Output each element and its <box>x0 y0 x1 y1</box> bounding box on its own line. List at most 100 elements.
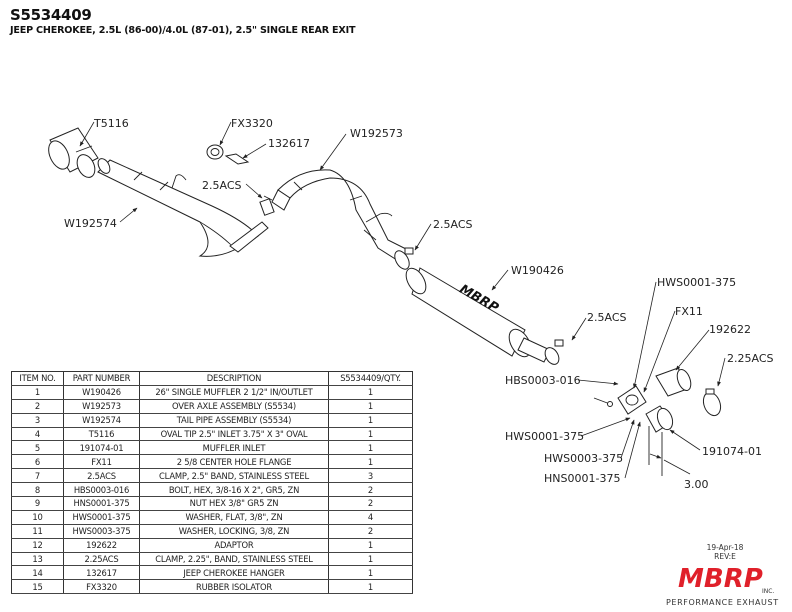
revision-block: 19-Apr-18 REV:E <box>705 543 745 561</box>
description-cell: MUFFLER INLET <box>139 440 329 456</box>
qty-cell: 2 <box>328 482 413 498</box>
callout-132617: 132617 <box>268 137 310 150</box>
qty-cell: 4 <box>328 510 413 525</box>
part-number-cell: 132617 <box>63 565 140 581</box>
item-no-cell: 2 <box>11 399 64 414</box>
item-no-cell: 5 <box>11 440 64 456</box>
callout-fx3320: FX3320 <box>231 117 273 130</box>
item-no-cell: 8 <box>11 482 64 498</box>
callout-w192573: W192573 <box>350 127 403 140</box>
qty-cell: 2 <box>328 496 413 511</box>
callout-2-5acs-left: 2.5ACS <box>202 179 242 192</box>
flange-fx11 <box>617 385 647 415</box>
part-number-cell: 2.5ACS <box>63 468 140 484</box>
qty-cell: 1 <box>328 538 413 553</box>
bill-of-materials-table: ITEM NO. PART NUMBER DESCRIPTION S553440… <box>11 371 413 595</box>
tail-pipe-w192574 <box>97 158 269 257</box>
callout-2-25acs: 2.25ACS <box>727 352 774 365</box>
callout-w190426: W190426 <box>511 264 564 277</box>
part-number-title: S5534409 <box>10 6 92 24</box>
logo-tagline: PERFORMANCE EXHAUST <box>666 598 779 607</box>
logo-mbrp-text: MBRP <box>678 564 763 594</box>
part-number-cell: 192622 <box>63 538 140 553</box>
dimension-lines <box>648 426 663 476</box>
callout-2-5acs-mid: 2.5ACS <box>433 218 473 231</box>
mbrp-logo: MBRP INC. PERFORMANCE EXHAUST <box>666 564 779 607</box>
qty-cell: 1 <box>328 552 413 567</box>
bolt-hbs0003-016 <box>593 397 613 407</box>
revision-date: 19-Apr-18 <box>706 543 744 552</box>
part-number-cell: W192573 <box>63 399 140 414</box>
revision-label: REV:E <box>714 551 736 561</box>
description-cell: ADAPTOR <box>139 538 329 553</box>
description-cell: CLAMP, 2.25", BAND, STAINLESS STEEL <box>139 552 329 567</box>
table-header-row: ITEM NO. PART NUMBER DESCRIPTION S553440… <box>11 371 413 386</box>
part-number-cell: HWS0001-375 <box>63 510 140 525</box>
item-no-cell: 7 <box>11 468 64 484</box>
item-no-cell: 3 <box>11 413 64 428</box>
part-number-cell: W192574 <box>63 413 140 428</box>
qty-cell: 1 <box>328 565 413 581</box>
over-axle-w192573 <box>271 169 409 263</box>
description-cell: OVER AXLE ASSEMBLY (S5534) <box>139 399 329 414</box>
qty-cell: 3 <box>328 468 413 484</box>
qty-cell: 1 <box>328 399 413 414</box>
header-qty: S5534409/QTY. <box>328 371 413 386</box>
description-cell: 26" SINGLE MUFFLER 2 1/2" IN/OUTLET <box>139 385 329 400</box>
oval-tip-t5116 <box>48 127 99 178</box>
part-number-cell: T5116 <box>63 427 140 442</box>
callout-t5116: T5116 <box>93 117 129 130</box>
item-no-cell: 6 <box>11 454 64 470</box>
callout-dimension-3-00: 3.00 <box>684 478 709 491</box>
qty-cell: 2 <box>328 524 413 539</box>
part-number-cell: W190426 <box>63 385 140 400</box>
description-cell: BOLT, HEX, 3/8-16 X 2", GR5, ZN <box>139 482 329 498</box>
callout-fx11: FX11 <box>675 305 703 318</box>
item-no-cell: 10 <box>11 510 64 525</box>
description-cell: JEEP CHEROKEE HANGER <box>139 565 329 581</box>
description-cell: WASHER, LOCKING, 3/8, ZN <box>139 524 329 539</box>
header-description: DESCRIPTION <box>139 371 329 386</box>
callout-w192574: W192574 <box>64 217 117 230</box>
part-number-cell: HBS0003-016 <box>63 482 140 498</box>
part-number-cell: FX3320 <box>63 579 140 595</box>
clamp-2-5acs-mid <box>394 247 414 270</box>
description-cell: WASHER, FLAT, 3/8", ZN <box>139 510 329 525</box>
item-no-cell: 12 <box>11 538 64 553</box>
hanger-132617 <box>224 153 250 165</box>
part-number-cell: FX11 <box>63 454 140 470</box>
callout-hws0003-375: HWS0003-375 <box>544 452 623 465</box>
description-cell: 2 5/8 CENTER HOLE FLANGE <box>139 454 329 470</box>
callout-hbs0003-016: HBS0003-016 <box>505 374 581 387</box>
callout-hns0001-375: HNS0001-375 <box>544 472 620 485</box>
callout-191074-01: 191074-01 <box>702 445 762 458</box>
header-part-number: PART NUMBER <box>63 371 140 386</box>
callout-2-5acs-right: 2.5ACS <box>587 311 627 324</box>
description-cell: OVAL TIP 2.5" INLET 3.75" X 3" OVAL <box>139 427 329 442</box>
description-cell: CLAMP, 2.5" BAND, STAINLESS STEEL <box>139 468 329 484</box>
header-item-no: ITEM NO. <box>11 371 64 386</box>
item-no-cell: 14 <box>11 565 64 581</box>
item-no-cell: 11 <box>11 524 64 539</box>
item-no-cell: 15 <box>11 579 64 595</box>
part-number-cell: 191074-01 <box>63 440 140 456</box>
item-no-cell: 13 <box>11 552 64 567</box>
adaptor-192622 <box>655 367 692 397</box>
description-cell: TAIL PIPE ASSEMBLY (S5534) <box>139 413 329 428</box>
qty-cell: 1 <box>328 385 413 400</box>
callout-hws0001-375-bottom: HWS0001-375 <box>505 430 584 443</box>
